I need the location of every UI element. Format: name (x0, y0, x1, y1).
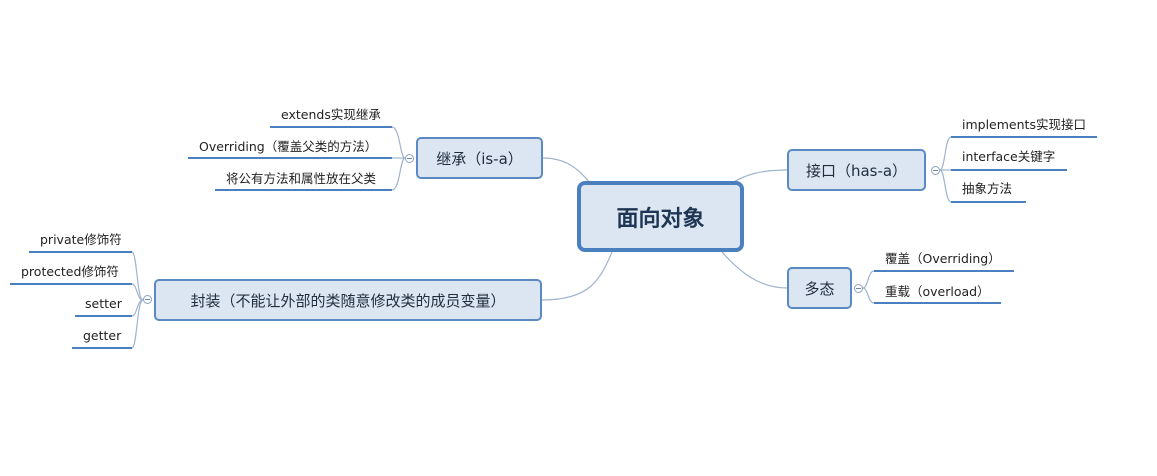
root-label: 面向对象 (616, 206, 705, 232)
leaf-private[interactable]: private修饰符 (40, 232, 122, 247)
collapse-encapsulation-icon[interactable] (143, 295, 152, 304)
link-encapsulation-leaf-0 (131, 251, 144, 301)
leaf-setter[interactable]: setter (85, 296, 122, 311)
branch-interface[interactable]: 接口（has-a） (787, 149, 926, 191)
branch-interface-label: 接口（has-a） (805, 161, 908, 180)
leaf-getter[interactable]: getter (83, 328, 122, 343)
leaf-overriding[interactable]: 覆盖（Overriding） (885, 251, 1001, 266)
link-root-inheritance (542, 157, 591, 184)
branch-encapsulation[interactable]: 封装（不能让外部的类随意修改类的成员变量） (154, 279, 542, 321)
collapse-inheritance-icon[interactable] (405, 154, 414, 163)
branch-encapsulation-label: 封装（不能让外部的类随意修改类的成员变量） (190, 291, 506, 310)
leaf-extends[interactable]: extends实现继承 (281, 107, 381, 122)
leaf-public-in-parent[interactable]: 将公有方法和属性放在父类 (226, 171, 377, 186)
branch-polymorphism-label: 多态 (804, 279, 835, 298)
link-encapsulation-leaf-3 (131, 299, 144, 349)
link-root-polymorphism (721, 251, 788, 289)
leaf-protected[interactable]: protected修饰符 (21, 264, 119, 279)
link-polymorphism-leaf-0 (862, 270, 875, 289)
branch-polymorphism[interactable]: 多态 (787, 267, 852, 309)
link-encapsulation-leaf-1 (131, 283, 144, 301)
leaf-implements[interactable]: implements实现接口 (962, 117, 1086, 132)
link-root-encapsulation (541, 251, 613, 301)
link-inheritance-leaf-2 (391, 157, 406, 191)
leaf-interface-keyword[interactable]: interface关键字 (962, 149, 1056, 164)
link-interface-leaf-0 (939, 136, 952, 171)
branch-inheritance[interactable]: 继承（is-a） (416, 137, 543, 179)
leaf-overload[interactable]: 重载（overload） (885, 284, 990, 299)
link-root-interface (731, 169, 788, 184)
leaf-abstract-method[interactable]: 抽象方法 (962, 181, 1013, 196)
root-node[interactable]: 面向对象 (577, 181, 744, 252)
leaf-overriding-parent[interactable]: Overriding（覆盖父类的方法） (199, 139, 378, 154)
link-inheritance-leaf-0 (391, 126, 406, 159)
collapse-polymorphism-icon[interactable] (854, 284, 863, 293)
collapse-interface-icon[interactable] (931, 166, 940, 175)
link-interface-leaf-2 (939, 169, 952, 203)
branch-inheritance-label: 继承（is-a） (436, 149, 523, 168)
link-polymorphism-leaf-1 (862, 287, 875, 304)
